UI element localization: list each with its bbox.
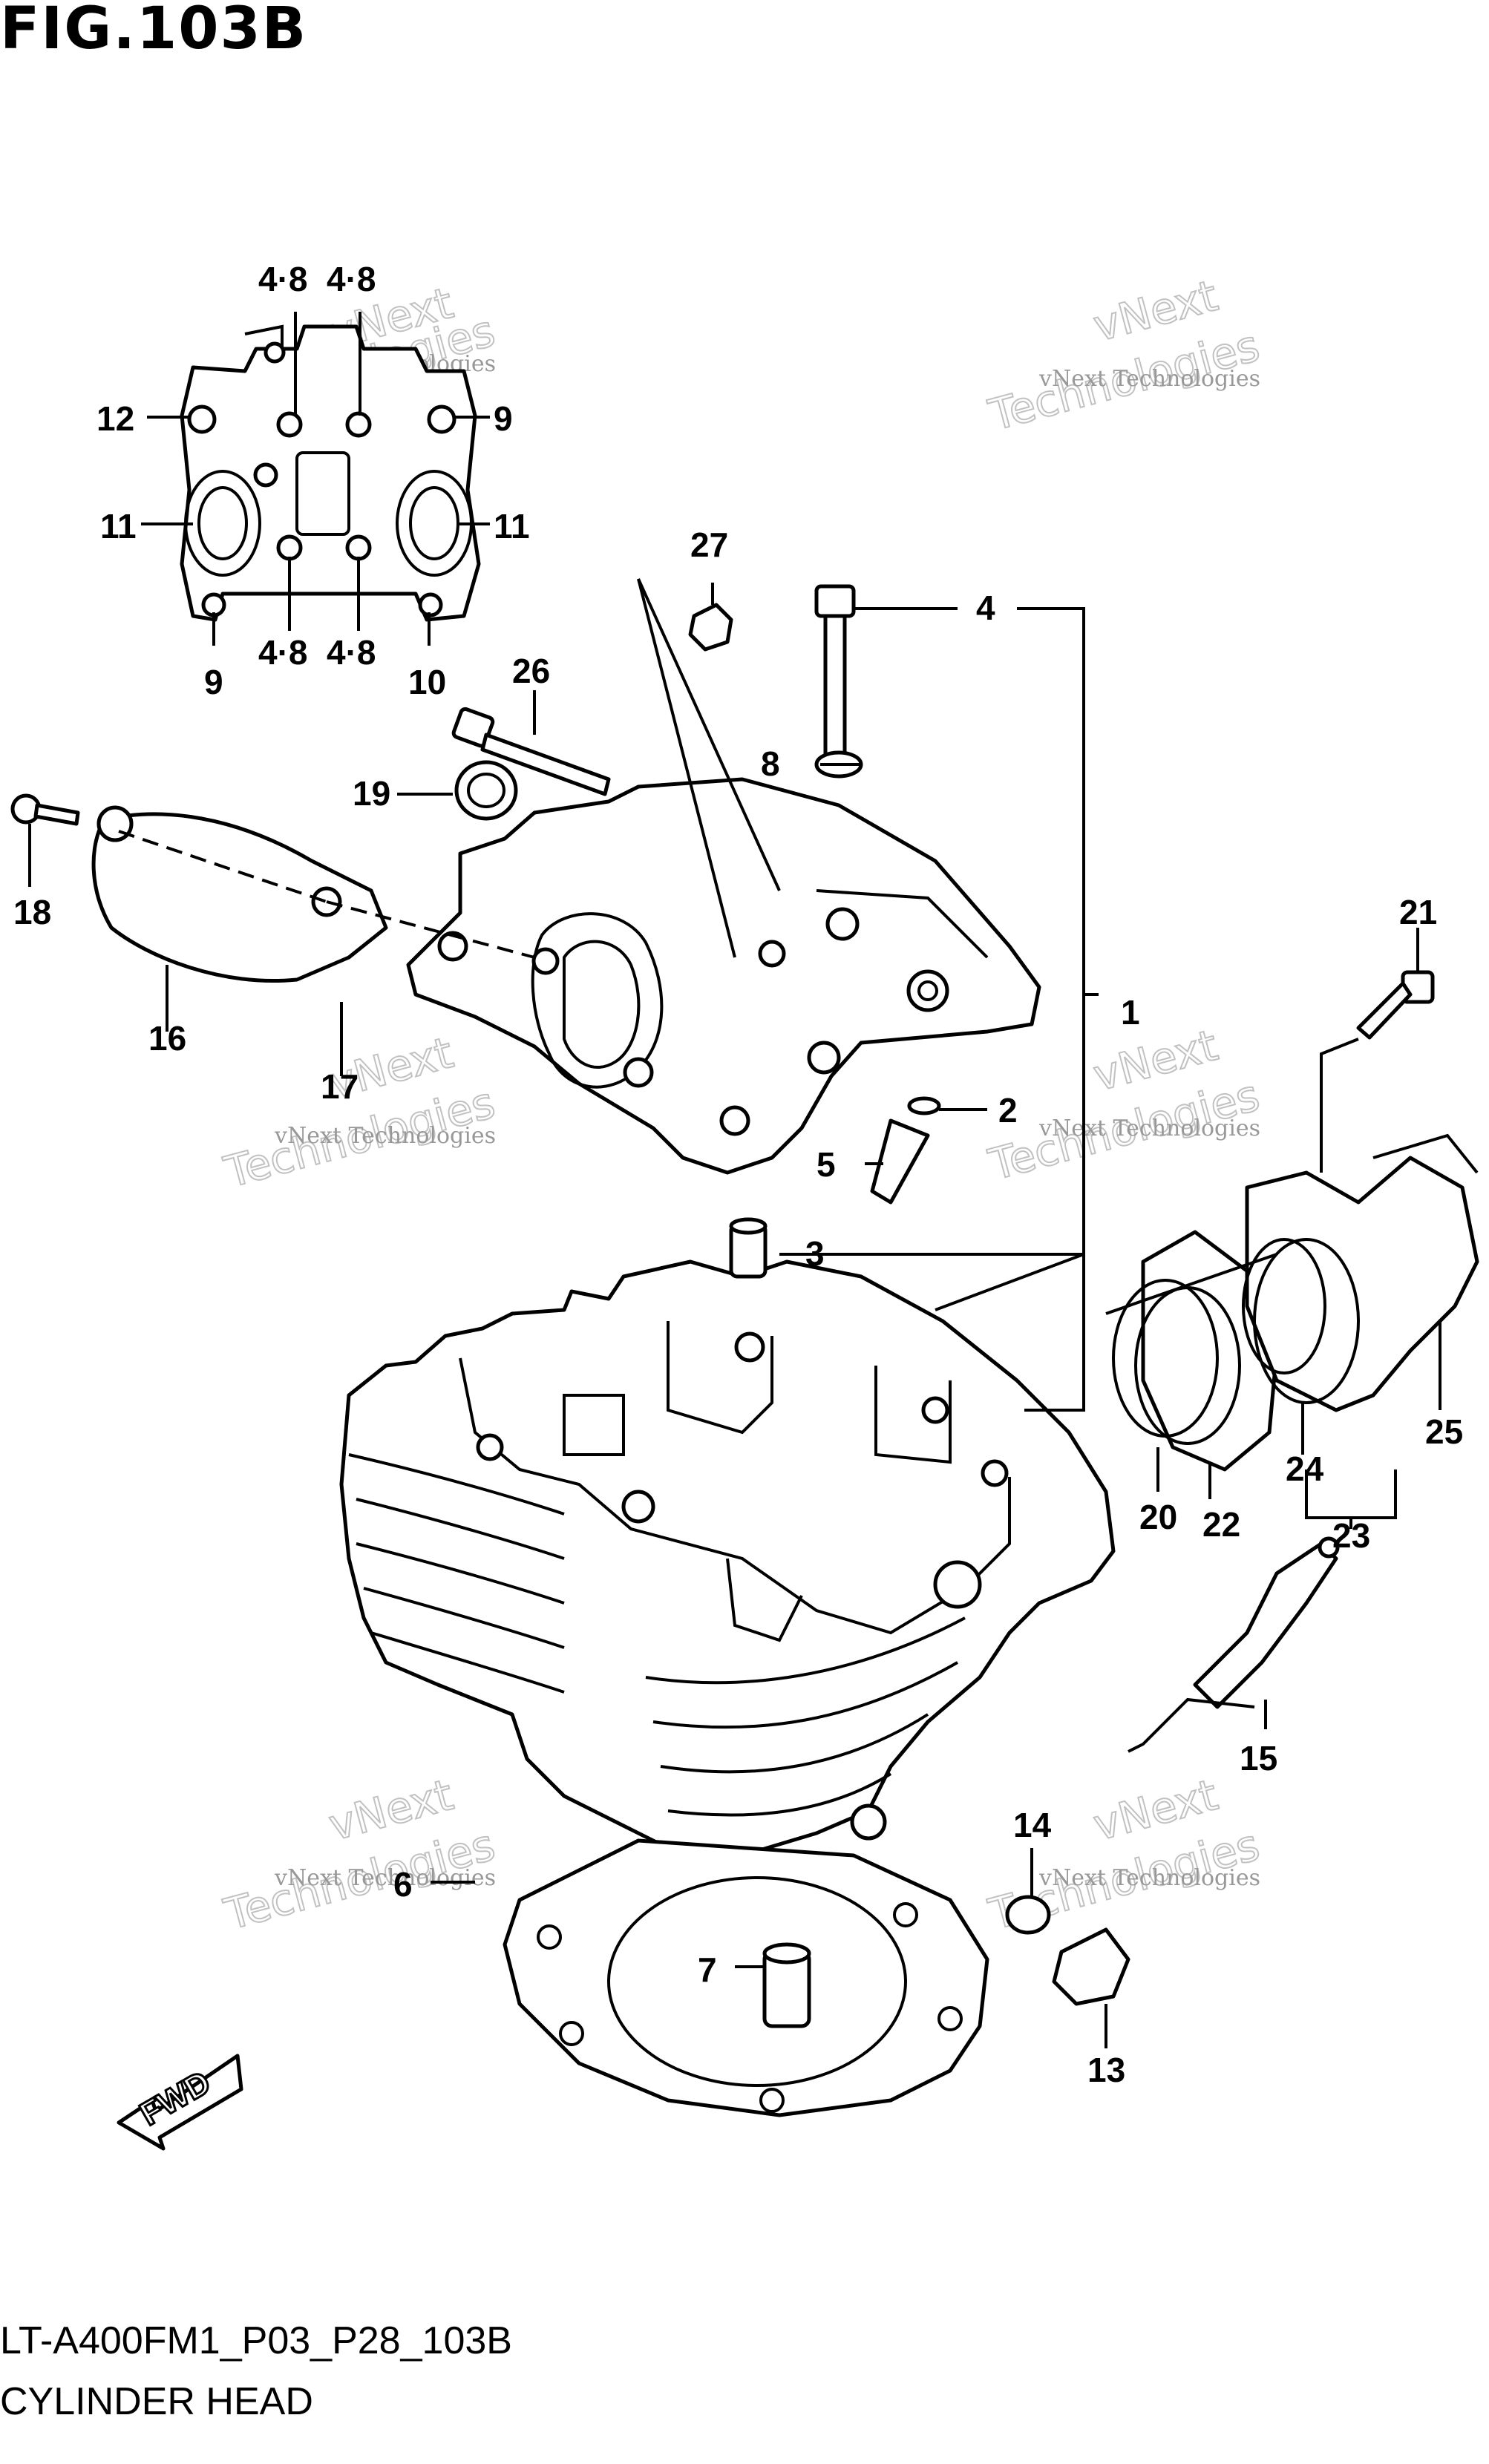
callout-6: 6 bbox=[393, 1865, 413, 1904]
callout-24: 24 bbox=[1286, 1449, 1324, 1488]
callout-4-8: 4·8 bbox=[258, 633, 307, 672]
callout-25: 25 bbox=[1425, 1412, 1463, 1451]
callout-4-8: 4·8 bbox=[327, 260, 376, 298]
callout-7: 7 bbox=[698, 1950, 717, 1989]
callout-27: 27 bbox=[690, 525, 728, 564]
head-top-inset bbox=[180, 324, 481, 622]
callout-9: 9 bbox=[204, 663, 223, 701]
callout-11: 11 bbox=[494, 507, 530, 545]
cylinder-head bbox=[339, 1259, 1116, 1858]
watermark-text: vNext Technologies bbox=[274, 1123, 496, 1149]
callout-10: 10 bbox=[408, 663, 446, 701]
callout-18: 18 bbox=[13, 893, 51, 931]
figure-code: LT-A400FM1_P03_P28_103B bbox=[0, 2319, 512, 2362]
watermark-text: vNext Technologies bbox=[1038, 1115, 1260, 1141]
callout-19: 19 bbox=[353, 774, 390, 813]
bolt-21 bbox=[1356, 970, 1435, 1040]
callout-4-8: 4·8 bbox=[327, 633, 376, 672]
leader-lines bbox=[28, 312, 1441, 2048]
dowel-pin-upper bbox=[729, 1217, 768, 1279]
callout-1: 1 bbox=[1121, 993, 1140, 1032]
callout-23: 23 bbox=[1332, 1516, 1370, 1555]
valve-cover bbox=[406, 777, 1041, 1175]
dowel-pin bbox=[762, 1942, 811, 2028]
callout-15: 15 bbox=[1240, 1739, 1277, 1777]
head-gasket bbox=[503, 1838, 989, 2117]
callout-14: 14 bbox=[1013, 1806, 1052, 1844]
callout-22: 22 bbox=[1202, 1505, 1240, 1544]
callout-8: 8 bbox=[761, 744, 780, 783]
callout-21: 21 bbox=[1399, 893, 1437, 931]
gasket-14 bbox=[1005, 1895, 1051, 1935]
oring-2 bbox=[907, 1096, 941, 1115]
callout-9: 9 bbox=[494, 399, 513, 438]
callout-4-8: 4·8 bbox=[258, 260, 307, 298]
spark-plug bbox=[1193, 1536, 1340, 1709]
valve-guide-5 bbox=[870, 1118, 930, 1205]
bolt-18 bbox=[10, 793, 80, 826]
callout-16: 16 bbox=[148, 1019, 186, 1058]
callout-labels: 4·8 4·8 12 9 11 11 4·8 4·8 9 10 27 4 26 … bbox=[13, 260, 1463, 2089]
cap-16 bbox=[91, 805, 388, 983]
watermark-text: vNext Technologies bbox=[1038, 1865, 1260, 1891]
bolt-4 bbox=[814, 584, 856, 767]
nut-27 bbox=[688, 603, 733, 652]
callout-3: 3 bbox=[805, 1234, 825, 1273]
watermark-text: vNext Technologies bbox=[1038, 366, 1260, 392]
callout-20: 20 bbox=[1139, 1498, 1177, 1536]
callout-26: 26 bbox=[512, 652, 550, 690]
callout-12: 12 bbox=[96, 399, 134, 438]
fwd-arrow-icon: FWD bbox=[117, 2054, 243, 2151]
intake-pipe bbox=[1112, 1133, 1479, 1472]
callout-17: 17 bbox=[321, 1067, 359, 1106]
callout-11: 11 bbox=[100, 507, 137, 545]
callout-5: 5 bbox=[817, 1145, 836, 1184]
callout-13: 13 bbox=[1087, 2051, 1125, 2089]
figure-title: FIG.103B bbox=[0, 0, 308, 62]
figure-name: CYLINDER HEAD bbox=[0, 2380, 313, 2423]
callout-2: 2 bbox=[998, 1091, 1018, 1130]
callout-4: 4 bbox=[976, 589, 995, 627]
watermark-text: vNext Technologies bbox=[274, 1865, 496, 1891]
bolt-26 bbox=[451, 707, 611, 796]
oring-19 bbox=[454, 760, 518, 821]
